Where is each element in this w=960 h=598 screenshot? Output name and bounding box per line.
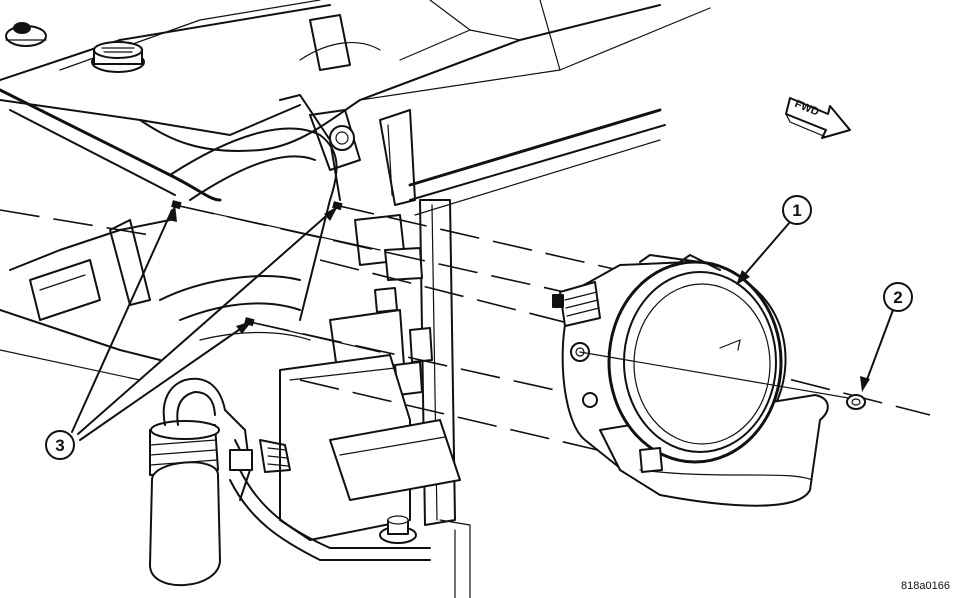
canister-assembly: [149, 377, 291, 586]
engine-compartment-structure: [0, 0, 711, 598]
hood-bumper: [5, 22, 47, 47]
svg-text:3: 3: [55, 436, 64, 455]
callout-leaders: [71, 204, 894, 441]
callout-3: 3: [45, 430, 75, 460]
lower-mounting-bolt: [379, 515, 417, 544]
svg-text:2: 2: [893, 288, 902, 307]
alignment-lines: [0, 204, 931, 461]
fog-lamp-nut: [846, 394, 866, 410]
svg-text:1: 1: [792, 201, 801, 220]
mounting-points: [171, 200, 343, 327]
callout-2: 2: [883, 282, 913, 312]
callout-1: 1: [782, 195, 812, 225]
radiator-cap: [91, 41, 145, 73]
fog-lamp: [552, 254, 861, 507]
fwd-arrow-icon: FWD: [785, 97, 851, 139]
figure-id: 818a0166: [901, 580, 950, 592]
